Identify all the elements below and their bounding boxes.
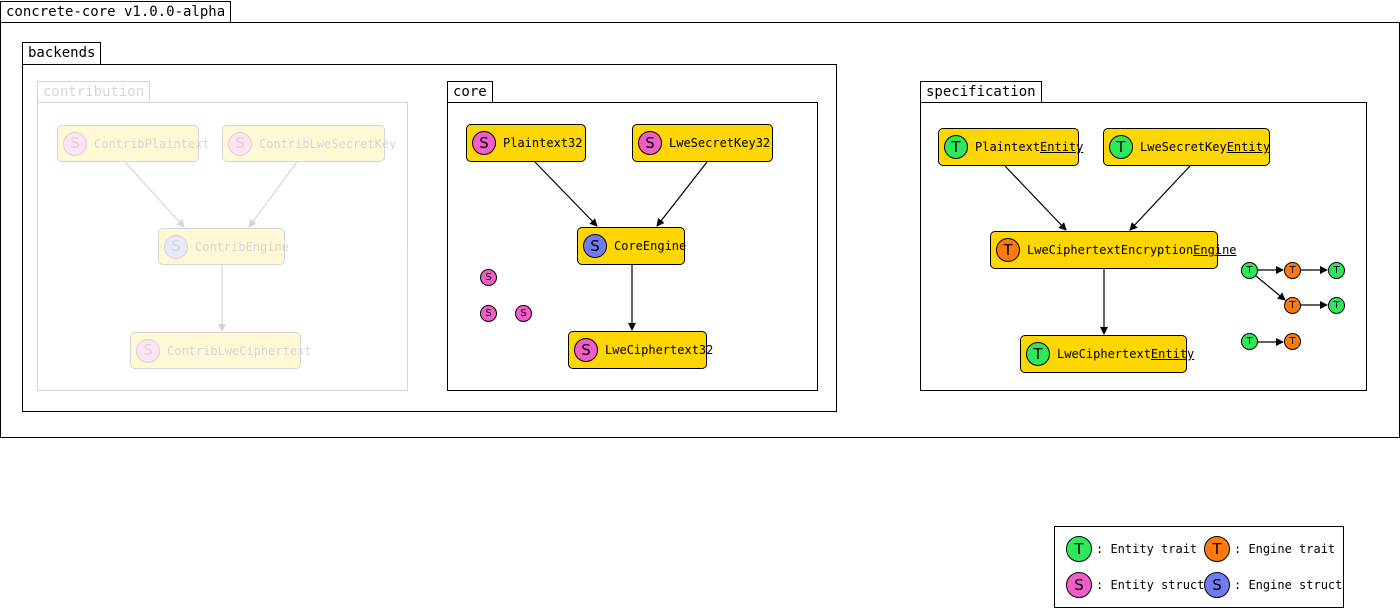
entity-struct-icon: S [638, 131, 662, 155]
core-ciphertext-node[interactable]: S LweCiphertext32 [568, 331, 713, 369]
contrib-secret-key-node[interactable]: S ContribLweSecretKey [222, 125, 396, 162]
legend-engine-trait-label: : Engine trait [1234, 542, 1336, 556]
core-engine-node[interactable]: S CoreEngine [577, 227, 687, 265]
entity-trait-icon: T [1109, 135, 1133, 159]
mini-entity-struct-icon: S [480, 269, 497, 286]
core-secret-key-node[interactable]: S LweSecretKey32 [632, 124, 773, 162]
entity-trait-icon: T [1026, 342, 1050, 366]
legend-entity-trait-label: : Entity trait [1096, 542, 1198, 556]
engine-trait-icon: T [1204, 536, 1230, 562]
spec-engine-label: LweCiphertextEncryptionEngine [1027, 243, 1237, 257]
contribution-title: contribution [37, 81, 151, 103]
legend-engine-trait: T : Engine trait [1204, 536, 1335, 562]
legend-engine-struct: S : Engine struct [1204, 572, 1342, 598]
core-plaintext-label: Plaintext32 [503, 136, 583, 150]
spec-ciphertext-label: LweCiphertextEntity [1057, 347, 1195, 361]
core-plaintext-node[interactable]: S Plaintext32 [466, 124, 586, 162]
spec-encryption-engine-node[interactable]: T LweCiphertextEncryptionEngine [990, 231, 1237, 269]
legend-entity-struct: S : Entity struct [1066, 572, 1204, 598]
spec-ciphertext-entity-node[interactable]: T LweCiphertextEntity [1020, 335, 1194, 373]
arrow-icon [1004, 165, 1067, 231]
core-secret-key-label: LweSecretKey32 [669, 136, 771, 150]
specification-title: specification [920, 81, 1042, 103]
mini-entity-struct-icon: S [480, 305, 497, 322]
backends-title: backends [22, 42, 102, 65]
arrow-icon [656, 161, 708, 227]
legend-entity-struct-label: : Entity struct [1096, 578, 1205, 592]
engine-struct-icon: S [1204, 572, 1230, 598]
spec-plaintext-entity-node[interactable]: T PlaintextEntity [938, 128, 1083, 166]
mini-entity-trait-icon: T [1328, 297, 1345, 314]
core-ciphertext-label: LweCiphertext32 [605, 343, 714, 357]
entity-trait-icon: T [944, 135, 968, 159]
contribution-frame [37, 102, 408, 391]
legend-entity-trait: T : Entity trait [1066, 536, 1197, 562]
backends-frame [22, 64, 837, 412]
arrow-icon [1129, 165, 1191, 231]
core-engine-label: CoreEngine [614, 239, 687, 253]
contrib-engine-label: ContribEngine [195, 239, 289, 254]
entity-struct-icon: S [228, 131, 252, 156]
concrete-core-title: concrete-core v1.0.0-alpha [0, 1, 232, 23]
spec-secret-key-label: LweSecretKeyEntity [1140, 140, 1271, 154]
contrib-plaintext-node[interactable]: S ContribPlaintext [57, 125, 210, 162]
contrib-secret-key-label: ContribLweSecretKey [259, 136, 397, 151]
spec-secret-key-entity-node[interactable]: T LweSecretKeyEntity [1103, 128, 1270, 166]
entity-struct-icon: S [574, 338, 598, 362]
engine-struct-icon: S [164, 234, 188, 259]
arrow-icon [1255, 275, 1286, 301]
contrib-plaintext-label: ContribPlaintext [94, 136, 210, 151]
arrow-icon [534, 161, 598, 227]
mini-engine-trait-icon: T [1284, 297, 1301, 314]
core-title: core [447, 81, 493, 103]
entity-struct-icon: S [63, 131, 87, 156]
core-frame [447, 102, 818, 391]
entity-trait-icon: T [1066, 536, 1092, 562]
arrow-icon [124, 161, 185, 228]
engine-trait-icon: T [996, 238, 1020, 262]
mini-entity-trait-icon: T [1241, 262, 1258, 279]
specification-frame [920, 102, 1367, 391]
mini-entity-trait-icon: T [1241, 333, 1258, 350]
spec-plaintext-label: PlaintextEntity [975, 140, 1084, 154]
legend-engine-struct-label: : Engine struct [1234, 578, 1343, 592]
engine-struct-icon: S [583, 234, 607, 258]
mini-entity-trait-icon: T [1328, 262, 1345, 279]
contrib-ciphertext-node[interactable]: S ContribLweCiphertext [130, 332, 312, 369]
contrib-engine-node[interactable]: S ContribEngine [158, 228, 289, 265]
entity-struct-icon: S [472, 131, 496, 155]
entity-struct-icon: S [136, 338, 160, 363]
mini-entity-struct-icon: S [515, 305, 532, 322]
contrib-ciphertext-label: ContribLweCiphertext [167, 343, 312, 358]
arrow-icon [248, 161, 298, 228]
mini-engine-trait-icon: T [1284, 262, 1301, 279]
entity-struct-icon: S [1066, 572, 1092, 598]
mini-engine-trait-icon: T [1284, 333, 1301, 350]
